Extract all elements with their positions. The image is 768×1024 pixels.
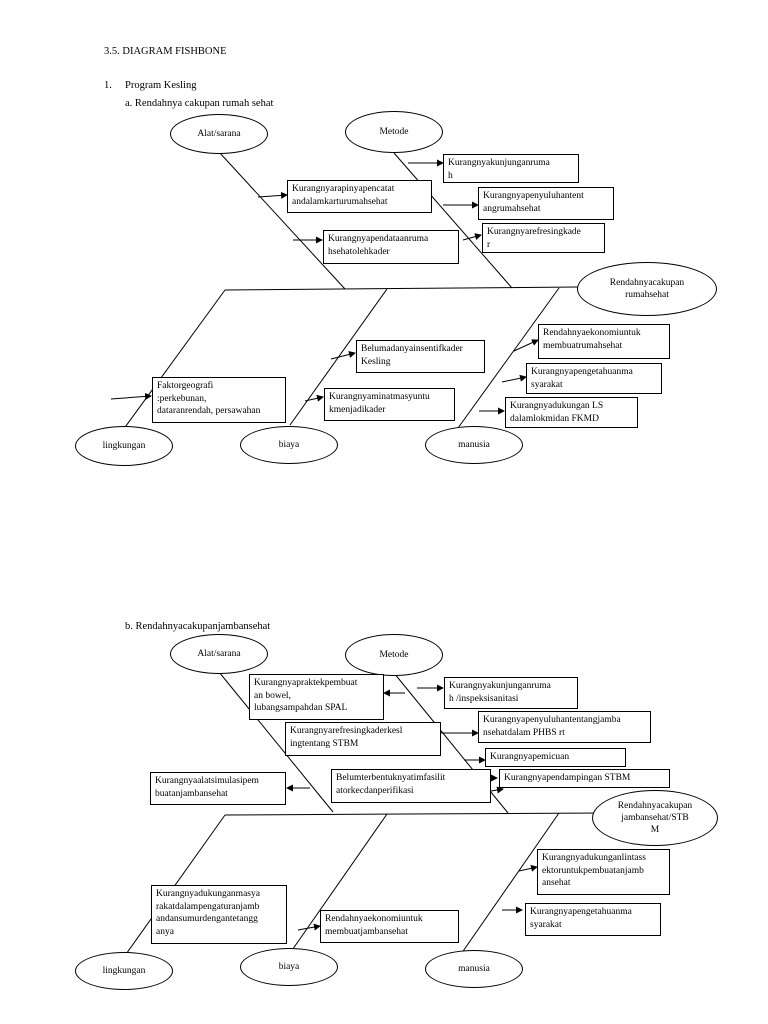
category-lingkungan: lingkungan — [75, 952, 173, 990]
spine-b — [224, 812, 605, 816]
cause-box: Kurangnyapendampingan STBM — [499, 769, 670, 788]
spine-a — [224, 286, 579, 291]
cause-box: Kurangnyapengetahuanma syarakat — [526, 363, 662, 394]
diagram-b-label: b. Rendahnyacakupanjambansehat — [125, 621, 271, 632]
category-metode: Metode — [345, 634, 443, 676]
category-manusia: manusia — [425, 950, 523, 988]
effect-head: Rendahnyacakupan rumahsehat — [577, 262, 717, 316]
cause-box: Kurangnyadukungan LS dalamlokmidan FKMD — [505, 397, 638, 428]
cause-box: Kurangnyarefresingkaderkesl ingtentang S… — [285, 722, 441, 756]
bone-metode-a — [393, 152, 513, 289]
cause-box: Kurangnyaminatmasyuntu kmenjadikader — [324, 388, 455, 421]
bone-biaya-b — [287, 813, 388, 957]
cause-box: Rendahnyaekonomiuntuk membuatjambansehat — [320, 910, 459, 943]
cause-box: Kurangnyakunjunganruma h /inspeksisanita… — [444, 677, 578, 709]
diagram-a-label: a. Rendahnya cakupan rumah sehat — [125, 98, 274, 109]
page-heading: 3.5. DIAGRAM FISHBONE — [104, 46, 227, 57]
cause-box: Kurangnyadukunganlintass ektoruntukpembu… — [537, 849, 670, 895]
section-number: 1. — [104, 80, 112, 91]
category-manusia: manusia — [425, 426, 523, 464]
cause-box: Kurangnyapenyuluhantentangjamba nsehatda… — [478, 711, 651, 743]
bone-manusia-b — [458, 812, 560, 958]
cause-box: Kurangnyaalatsimulasipem buatanjambanseh… — [150, 772, 286, 805]
cause-box: Kurangnyarapinyapencatat andalamkarturum… — [287, 180, 432, 213]
effect-head: Rendahnyacakupan jambansehat/STB M — [592, 790, 718, 846]
cause-box: Belumterbentuknyatimfasilit atorkecdanpe… — [331, 769, 491, 803]
category-alat-sarana: Alat/sarana — [170, 634, 268, 674]
bone-alat-a — [218, 151, 346, 290]
cause-box: Kurangnyapendataanruma hsehatolehkader — [323, 230, 459, 264]
bone-manusia-a — [457, 287, 560, 429]
cause-box: Kurangnyapenyuluhantent angrumahsehat — [478, 187, 614, 220]
bone-alat-b — [218, 671, 334, 813]
cause-box: Kurangnyapengetahuanma syarakat — [525, 903, 661, 936]
cause-box: Kurangnyapemicuan — [485, 748, 626, 767]
cause-box: Kurangnyarefresingkade r — [482, 223, 605, 253]
category-metode: Metode — [345, 111, 443, 153]
category-lingkungan: lingkungan — [75, 426, 173, 466]
cause-box: Kurangnyadukunganmasya rakatdalampengatu… — [151, 885, 287, 944]
section-label: Program Kesling — [125, 80, 197, 91]
cause-box: Faktorgeografi :perkebunan, dataranrenda… — [152, 377, 286, 423]
category-biaya: biaya — [240, 426, 338, 464]
cause-box: Kurangnyapraktekpembuat an bowel, lubang… — [249, 674, 384, 720]
bone-lingkungan-a — [122, 289, 226, 431]
cause-box: Rendahnyaekonomiuntuk membuatrumahsehat — [538, 324, 670, 359]
cause-box: Kurangnyakunjunganruma h — [443, 154, 579, 183]
category-alat-sarana: Alat/sarana — [170, 114, 268, 154]
category-biaya: biaya — [240, 948, 338, 986]
cause-box: Belumadanyainsentifkader Kesling — [356, 340, 485, 373]
